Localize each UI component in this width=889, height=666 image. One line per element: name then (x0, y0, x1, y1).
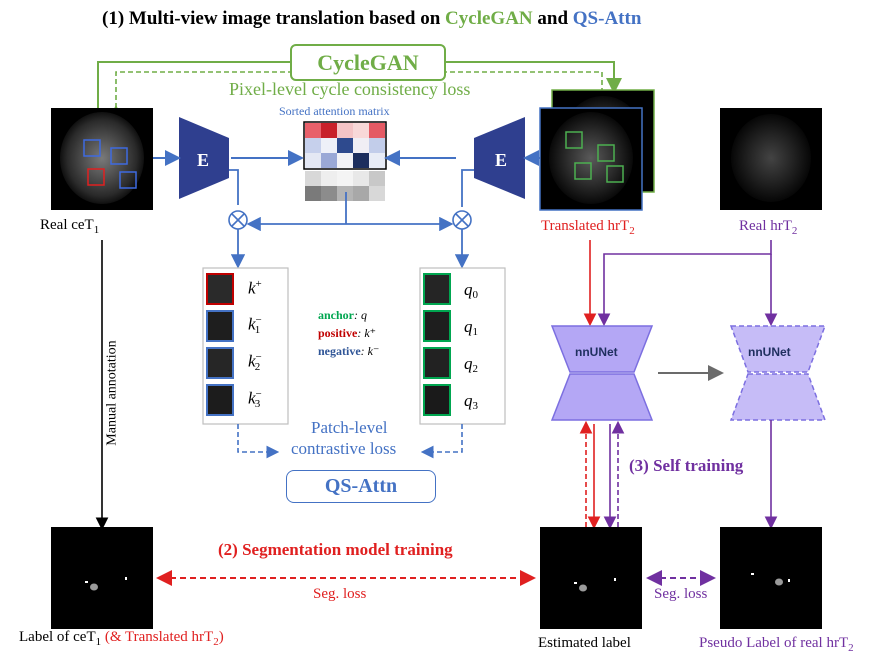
attention-gray-cell (353, 186, 369, 201)
query-label-2: q2 (464, 354, 478, 375)
encoder-right-label: E (495, 150, 508, 170)
pixel-loss-label: Pixel-level cycle consistency loss (229, 79, 471, 99)
sorted-attention-label: Sorted attention matrix (279, 104, 390, 118)
pseudo-label-image (720, 527, 822, 629)
attention-cell (353, 153, 369, 168)
multiply-node-left (228, 210, 248, 230)
attention-gray-cell (337, 186, 353, 201)
real-hrT2-text: Real hrT (739, 218, 792, 234)
attention-cell (321, 138, 337, 153)
real-ceT1-text: Real ceT (40, 217, 94, 233)
attention-gray-cell (305, 171, 321, 186)
attention-gray-cell (321, 171, 337, 186)
seg-loss-label-purple: Seg. loss (654, 586, 708, 602)
estimated-label-caption: Estimated label (538, 635, 631, 651)
cyclegan-box: CycleGAN (290, 44, 446, 81)
legend-anchor: anchor: q (318, 308, 367, 322)
nnunet-model-2 (729, 325, 827, 421)
translated-hrT2-caption: Translated hrT2 (541, 218, 635, 237)
real-hrT2-sub: 2 (791, 225, 798, 237)
title-and: and (532, 8, 573, 29)
key-label-0: k+ (248, 278, 262, 298)
query-label-0: q0 (464, 280, 478, 301)
nnunet-model-1 (550, 325, 654, 421)
key-label-2: k−2 (248, 351, 262, 373)
real-hrT2-caption: Real hrT2 (739, 218, 797, 237)
translated-hrT2-text: Translated hrT (541, 218, 630, 234)
attention-cell (321, 123, 337, 138)
pseudo-label-caption: Pseudo Label of real hrT2 (699, 635, 854, 654)
attention-gray-cell (337, 171, 353, 186)
attention-cell (321, 153, 337, 168)
self-training-label: (3) Self training (629, 456, 744, 475)
patch-loss-line1: Patch-level (311, 418, 388, 437)
attention-gray-cell (321, 186, 337, 201)
segmentation-training-label: (2) Segmentation model training (218, 540, 453, 559)
label-ceT1-image (51, 527, 153, 629)
nnunet-label-1: nnUNet (575, 345, 618, 359)
attention-cell (337, 123, 353, 138)
title-cyclegan: CycleGAN (445, 8, 533, 29)
translated-hrT2-image (539, 89, 655, 211)
legend-negative: negative: k⁻ (318, 344, 380, 358)
attention-cell (337, 138, 353, 153)
key-label-1: k−1 (248, 314, 262, 336)
attention-gray-cell (353, 171, 369, 186)
multiply-node-right (452, 210, 472, 230)
encoder-left-label: E (197, 150, 210, 170)
query-label-1: q1 (464, 317, 478, 338)
query-label-3: q3 (464, 391, 478, 412)
sorted-attention-matrix (303, 121, 387, 201)
cycle-consistency-arrows (97, 61, 622, 118)
encoder-left (179, 117, 229, 199)
real-ceT1-image (51, 108, 153, 210)
manual-annotation-label: Manual annotation (104, 340, 120, 446)
attention-cell (369, 138, 385, 153)
attention-matrix-frame (303, 121, 387, 170)
key-label-3: k−3 (248, 388, 262, 410)
encoder-right (474, 117, 525, 199)
attention-cell (305, 123, 321, 138)
title-qsattn: QS-Attn (572, 8, 642, 29)
attention-cell (337, 153, 353, 168)
attention-cell (353, 123, 369, 138)
figure-title: (1) Multi-view image translation based o… (102, 8, 641, 30)
patch-loss-line2: contrastive loss (291, 439, 397, 458)
label-ceT1-caption: Label of ceT1 (& Translated hrT2) (19, 629, 224, 648)
nnunet-label-2: nnUNet (748, 345, 791, 359)
real-hrT2-image (720, 108, 822, 210)
attention-cell (305, 153, 321, 168)
attention-gray-cell (369, 186, 385, 201)
attention-cell (369, 123, 385, 138)
translated-hrT2-sub: 2 (629, 225, 635, 237)
attention-cell (369, 153, 385, 168)
seg-loss-label-red: Seg. loss (313, 586, 367, 602)
attention-gray-cell (305, 186, 321, 201)
key-patches-panel (202, 267, 289, 425)
legend-positive: positive: k⁺ (318, 326, 376, 340)
query-patches-panel (419, 267, 506, 425)
real-ceT1-caption: Real ceT1 (40, 217, 99, 236)
title-prefix: (1) Multi-view image translation based o… (102, 8, 446, 29)
estimated-label-image (540, 527, 642, 629)
attention-cell (305, 138, 321, 153)
attention-cell (353, 138, 369, 153)
qs-attn-box: QS-Attn (286, 470, 436, 503)
real-ceT1-sub: 1 (93, 224, 100, 236)
attention-gray-cell (369, 171, 385, 186)
